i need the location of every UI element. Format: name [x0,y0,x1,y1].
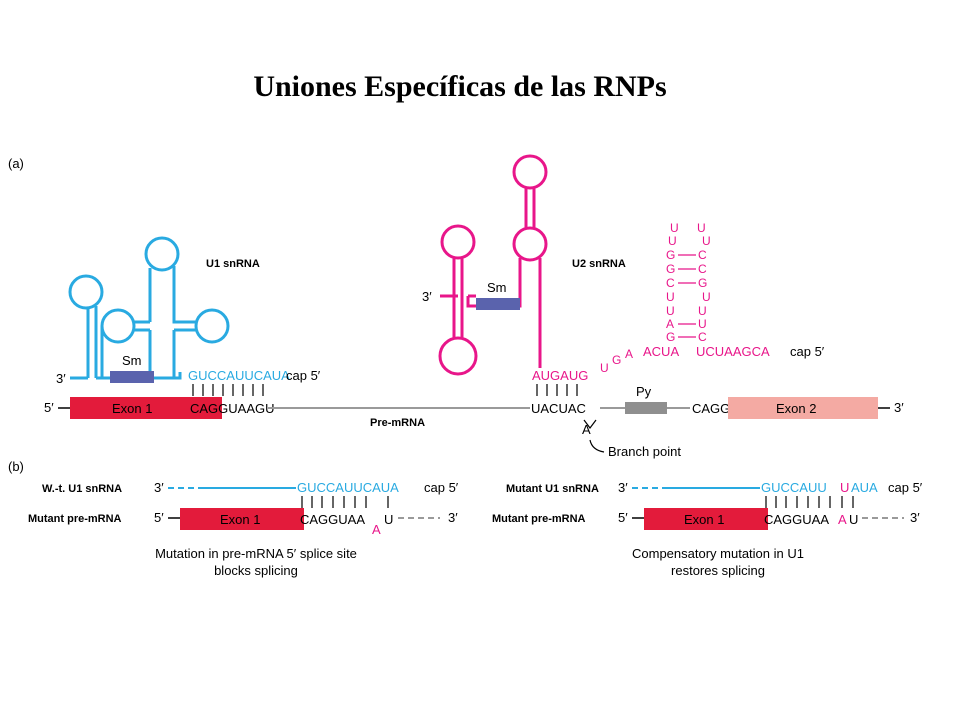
mut-u1-three: 3′ [618,480,628,495]
left-caption-2: blocks splicing [214,563,298,578]
u2-loop-g: G [612,353,621,367]
u1-sm-label: Sm [122,353,142,368]
mut-pre-five: 5′ [154,510,164,525]
hairpin-right-7: U [698,304,707,318]
hairpin-right-9: C [698,330,707,344]
u1-sm-protein [110,371,154,383]
left-seq-end: U [384,512,393,527]
left-mut-a: A [372,522,381,537]
u2-sm-label: Sm [487,280,507,295]
left-exon1-label: Exon 1 [220,512,260,527]
right-caption-1: Compensatory mutation in U1 [632,546,804,561]
wt-u1-cap: cap 5′ [424,480,459,495]
hairpin-right-6: U [702,290,711,304]
right-exon1-label: Exon 1 [684,512,724,527]
left-exon1-box [180,508,304,530]
branch-point-label: Branch point [608,444,681,459]
hairpin-left-9: G [666,330,675,344]
branch-point-pointer [583,419,605,453]
u1-cap: cap 5′ [286,368,321,383]
right-caption-2: restores splicing [671,563,765,578]
u2-cap: cap 5′ [790,344,825,359]
wt-u1-seq: GUCCAUUCAUA [297,480,399,495]
u2-sm-protein [476,298,520,310]
panel-a-label: (a) [8,156,24,171]
py-tract [625,402,667,414]
mut-u1-label: Mutant U1 snRNA [506,483,599,495]
u2-seq-2: ACUA [643,344,679,359]
mut-pre-five-right: 5′ [618,510,628,525]
exon1-box [70,397,222,419]
wt-u1-three: 3′ [154,480,164,495]
panel-b-left: W.-t. U1 snRNA 3′ GUCCAUUCAUA cap 5′ Mut… [28,480,459,578]
hairpin-right-3: C [698,248,707,262]
u2-loop-u: U [600,361,609,375]
right-pre-seq: CAGGUAA [764,512,829,527]
mut-pre-label-right: Mutant pre-mRNA [492,513,586,525]
mut-pre-label: Mutant pre-mRNA [28,513,122,525]
u2-seq-3: UCUAAGCA [696,344,770,359]
mut-u1-seq-a: GUCCAUU [761,480,827,495]
u2-hairpin: U U G G C U U A G U U C C G U U U C [666,221,711,344]
left-caption-1: Mutation in pre-mRNA 5′ splice site [155,546,357,561]
branch-seq: UACUAC [531,401,586,416]
hairpin-left-3: G [666,248,675,262]
hairpin-right-4: C [698,262,707,276]
right-seq-end: U [849,512,858,527]
wt-u1-label: W.-t. U1 snRNA [42,483,122,495]
mut-ticks [765,496,854,508]
exon1-label: Exon 1 [112,401,152,416]
u1-sequence: GUCCAUUCAUA [188,368,290,383]
u2-loop-a: A [625,347,633,361]
u2-base-pair-ticks [536,384,578,396]
right-mut-a: A [838,512,847,527]
exon2-box [728,397,878,419]
cagg-label: CAGG [692,401,730,416]
hairpin-left-6: U [666,290,675,304]
hairpin-left-2: U [668,234,677,248]
wt-ticks [301,496,389,508]
hairpin-left-5: C [666,276,675,290]
u1-three-prime: 3′ [56,371,66,386]
hairpin-right-1: U [697,221,706,235]
branch-a: A [582,422,591,437]
u1-base-pair-ticks [192,384,264,396]
hairpin-left-4: G [666,262,675,276]
right-exon1-box [644,508,768,530]
pre-mrna-three-prime: 3′ [894,400,904,415]
pre-mrna-label: Pre-mRNA [370,417,425,429]
exon2-label: Exon 2 [776,401,816,416]
page-title: Uniones Específicas de las RNPs [253,70,667,103]
u2-three-prime: 3′ [422,289,432,304]
hairpin-right-5: G [698,276,707,290]
py-label: Py [636,384,652,399]
u1-snrna-label: U1 snRNA [206,258,260,270]
left-pre-seq: CAGGUAA [300,512,365,527]
mut-u1-mut: U [840,480,849,495]
panel-b-label: (b) [8,459,24,474]
u2-snrna-structure [438,154,548,376]
mut-u1-seq-b: AUA [851,480,878,495]
hairpin-left-7: U [666,304,675,318]
mut-u1-cap: cap 5′ [888,480,923,495]
u2-seq-1: AUGAUG [532,368,588,383]
u1-snrna-structure [68,236,230,380]
panel-b-right: Mutant U1 snRNA 3′ GUCCAUU U AUA cap 5′ … [492,480,923,578]
pre-mrna-five-prime: 5′ [44,400,54,415]
pre-mrna-seq: CAGGUAAGU [190,401,275,416]
hairpin-left-8: A [666,317,674,331]
left-pre-three: 3′ [448,510,458,525]
u2-snrna-label: U2 snRNA [572,258,626,270]
hairpin-left-1: U [670,221,679,235]
hairpin-right-8: U [698,317,707,331]
hairpin-right-2: U [702,234,711,248]
right-pre-three: 3′ [910,510,920,525]
